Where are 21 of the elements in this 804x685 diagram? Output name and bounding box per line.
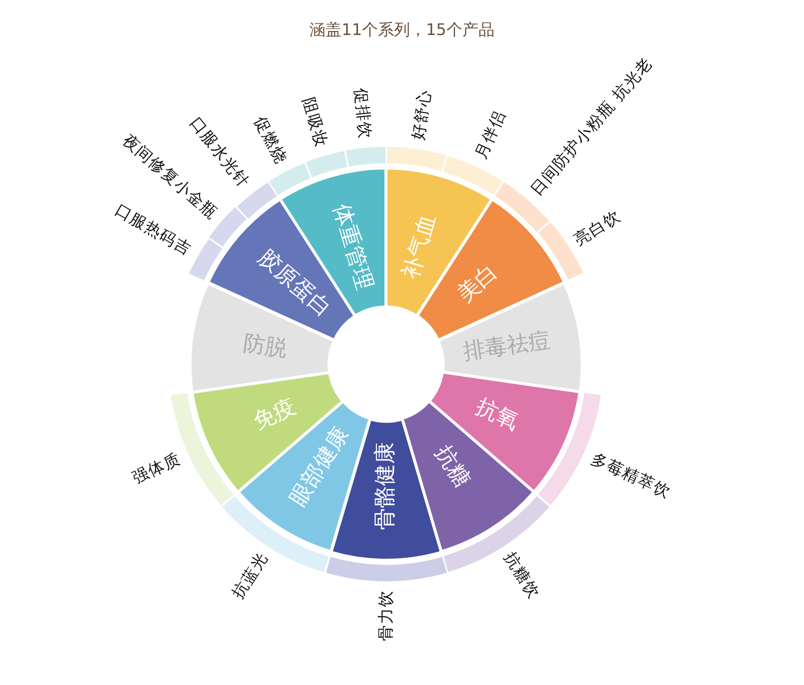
product-label: 抗糖饮: [501, 550, 542, 602]
product-label: 口服水光针: [187, 114, 253, 192]
product-label: 好舒心: [410, 88, 434, 142]
segment-label: 美白: [454, 261, 502, 307]
product-label: 抗蓝光: [230, 550, 271, 602]
chart-title: 涵盖11个系列，15个产品: [308, 20, 496, 41]
segment-label: 防脱: [242, 332, 289, 361]
product-label: 多莓精萃饮: [588, 450, 672, 500]
product-label: 骨力饮: [378, 590, 394, 641]
product-label: 月伴侣: [472, 108, 508, 162]
segment-label: 抗氧: [472, 396, 522, 434]
product-label: 日间防护小粉瓶 抗光老: [528, 54, 656, 198]
product-label: 亮白饮: [572, 208, 624, 249]
segment-label: 排毒祛痘: [462, 329, 552, 364]
product-label: 促燃烧: [252, 114, 290, 167]
product-label: 强体质: [130, 450, 184, 486]
segment-label: 骨骼健康: [374, 442, 397, 530]
segment-label: 补气血: [400, 212, 440, 282]
product-label: 促排饮: [352, 87, 372, 140]
product-label: 阻吸妆: [300, 96, 330, 150]
segment-label: 抗糖: [430, 442, 474, 492]
